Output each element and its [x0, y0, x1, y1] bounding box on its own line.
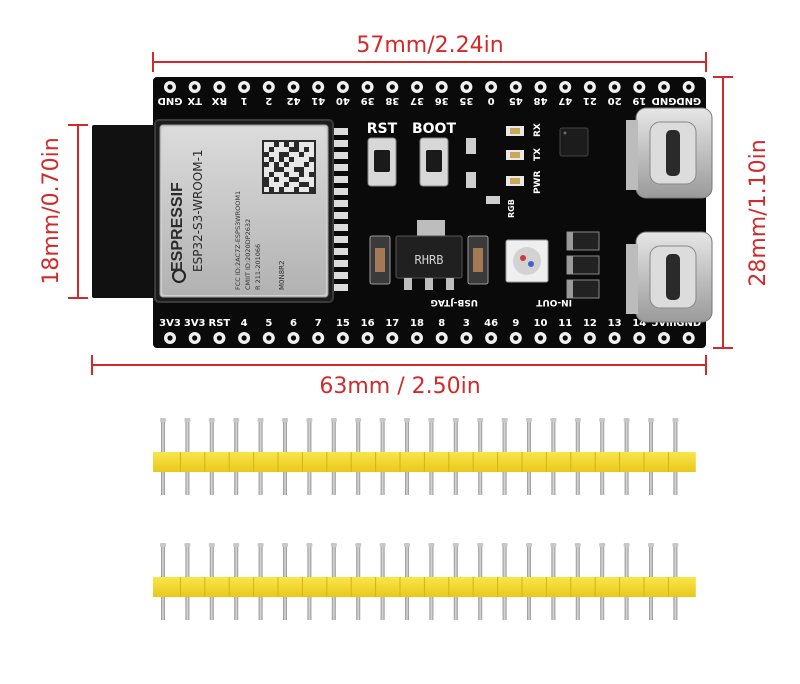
bottom-pin-label: RST — [209, 318, 231, 329]
bottom-pin-label: 8 — [438, 318, 445, 329]
rgb-label: RGB — [507, 199, 516, 218]
antenna-area — [92, 125, 162, 298]
top-pin-label: 37 — [410, 95, 424, 106]
top-pin-label: 45 — [509, 95, 523, 106]
module-model: ESP32-S3-WROOM-1 — [191, 149, 205, 272]
bottom-pin-label: 3 — [463, 318, 470, 329]
bottom-pin-label: 7 — [315, 318, 322, 329]
top-pin-labels: GND TX RX 1 2 42 41 40 39 38 37 36 35 0 45 48 47 21 20 19 GN… — [158, 95, 702, 106]
left-height-label: 18mm/0.70in — [39, 137, 64, 284]
top-pin-label: 35 — [459, 95, 473, 106]
led-rx-label: RX — [533, 123, 543, 137]
rst-button: RST — [367, 121, 398, 187]
top-pin-label: 19 — [632, 95, 646, 106]
capacitor-left — [369, 235, 391, 285]
top-pin-label: GND — [676, 95, 701, 106]
bottom-pin-label: 5 — [265, 318, 272, 329]
pin-header-strip-2 — [153, 543, 696, 620]
top-pin-label: 1 — [241, 95, 248, 106]
led-tx: TX — [506, 148, 543, 161]
top-pin-label: GND — [158, 95, 183, 106]
module-brand: ESPRESSIF — [169, 182, 186, 272]
top-pin-label: 48 — [534, 95, 548, 106]
top-pin-label: 39 — [361, 95, 375, 106]
usb-c-port-bottom — [626, 231, 713, 323]
bottom-pin-row — [164, 332, 695, 344]
bottom-pin-label: 5Vin — [651, 318, 676, 329]
top-pin-label: 47 — [558, 95, 572, 106]
bottom-pin-label: 11 — [558, 318, 572, 329]
usb-c-port-top — [626, 107, 713, 199]
bottom-pin-label: 46 — [484, 318, 498, 329]
module-line-4: M0N8R2 — [278, 260, 286, 290]
bottom-pin-label: 14 — [632, 318, 646, 329]
bottom-pin-label: 16 — [361, 318, 375, 329]
top-pin-row — [164, 81, 695, 93]
usb-jtag-label: USB-JTAG — [430, 297, 478, 307]
boot-button-label: BOOT — [412, 121, 456, 137]
top-pin-label: GND — [652, 95, 677, 106]
bottom-pin-label: 10 — [534, 318, 548, 329]
dimension-right: 28mm/1.10in — [713, 76, 771, 349]
boot-button: BOOT — [412, 121, 456, 187]
rst-button-label: RST — [367, 121, 398, 137]
bottom-pin-label: GND — [676, 318, 701, 329]
dimension-bottom: 63mm / 2.50in — [91, 355, 707, 399]
top-pin-label: 41 — [311, 95, 325, 106]
in-out-label: IN-OUT — [535, 297, 572, 307]
esp32-module: ESPRESSIF ESP32-S3-WROOM-1 FCC ID:2AC7Z-… — [154, 119, 334, 303]
right-height-label: 28mm/1.10in — [746, 139, 771, 286]
top-length-label: 57mm/2.24in — [356, 33, 503, 58]
top-pin-label: RX — [211, 95, 227, 106]
diode-3 — [566, 279, 600, 299]
usb-uart-chip — [559, 127, 589, 157]
side-pad-column — [334, 128, 348, 291]
top-pin-label: 36 — [435, 95, 449, 106]
pin-header-strip-1 — [153, 418, 696, 495]
dimension-top: 57mm/2.24in — [152, 33, 707, 72]
led-rx: RX — [506, 123, 543, 137]
bottom-pin-label: 15 — [336, 318, 350, 329]
bottom-pin-label: 6 — [290, 318, 297, 329]
top-pin-label: 21 — [583, 95, 597, 106]
bottom-length-label: 63mm / 2.50in — [319, 374, 480, 399]
bottom-pin-label: 13 — [608, 318, 622, 329]
module-line-2: CMIIT ID:2020DP2632 — [244, 219, 252, 290]
module-line-3: R 211-201066 — [254, 244, 262, 290]
voltage-regulator: RHRB — [395, 220, 463, 290]
led-tx-label: TX — [533, 148, 543, 161]
bottom-pin-label: 9 — [512, 318, 519, 329]
capacitor-right — [467, 235, 489, 285]
bottom-pin-label: 4 — [241, 318, 248, 329]
diode-2 — [566, 255, 600, 275]
bottom-pin-label: 3V3 — [184, 318, 206, 329]
module-line-1: FCC ID:2AC7Z-ESPS3WROOM1 — [234, 191, 242, 290]
espressif-logo-icon — [172, 269, 186, 283]
top-pin-label: 42 — [287, 95, 301, 106]
dimension-left: 18mm/0.70in — [39, 124, 88, 299]
bottom-pin-label: 12 — [583, 318, 597, 329]
diode-1 — [566, 231, 600, 251]
top-pin-label: 20 — [608, 95, 622, 106]
top-pin-label: 40 — [336, 95, 350, 106]
rgb-led: RGB — [505, 199, 549, 283]
top-pin-label: 0 — [488, 95, 495, 106]
bottom-pin-label: 3V3 — [159, 318, 181, 329]
top-pin-label: 38 — [385, 95, 399, 106]
bottom-pin-label: 17 — [385, 318, 399, 329]
regulator-label: RHRB — [415, 253, 444, 267]
led-pwr: PWR — [506, 170, 543, 194]
bottom-pin-label: 18 — [410, 318, 424, 329]
led-pwr-label: PWR — [533, 170, 543, 194]
top-pin-label: 2 — [265, 95, 272, 106]
top-pin-label: TX — [187, 95, 202, 106]
